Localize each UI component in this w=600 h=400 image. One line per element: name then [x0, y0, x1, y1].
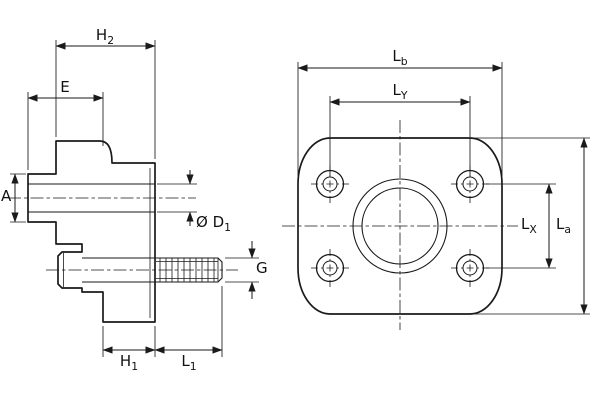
dimension-d1: [157, 170, 197, 226]
dim-label-g: G: [256, 259, 268, 277]
dim-label-lx: LX: [521, 215, 537, 236]
dimension-h2: [55, 40, 156, 159]
dim-label-a: A: [1, 187, 12, 205]
dim-label-lb: Lb: [392, 47, 408, 68]
dimension-lx: [486, 183, 556, 269]
front-view: [282, 62, 590, 330]
dim-label-h2: H2: [95, 26, 115, 47]
dim-label-la: La: [556, 215, 571, 236]
front-view-centerlines: [282, 120, 518, 330]
dimension-a: [10, 173, 26, 223]
dim-label-l1: L1: [181, 352, 197, 373]
dim-label-h1: H1: [119, 352, 139, 373]
side-view-part-outline: [27, 140, 156, 323]
dim-label-d1: Ø D1: [196, 213, 231, 234]
dim-label-e: E: [60, 78, 70, 96]
dimension-lb: [297, 62, 503, 176]
dimension-h1-l1: [102, 286, 223, 357]
side-view: [8, 40, 259, 357]
dimension-g: [225, 241, 259, 299]
dim-label-ly: LY: [392, 81, 408, 102]
dimension-la: [474, 137, 590, 315]
dimension-e: [27, 92, 104, 170]
dimension-ly: [329, 96, 471, 176]
